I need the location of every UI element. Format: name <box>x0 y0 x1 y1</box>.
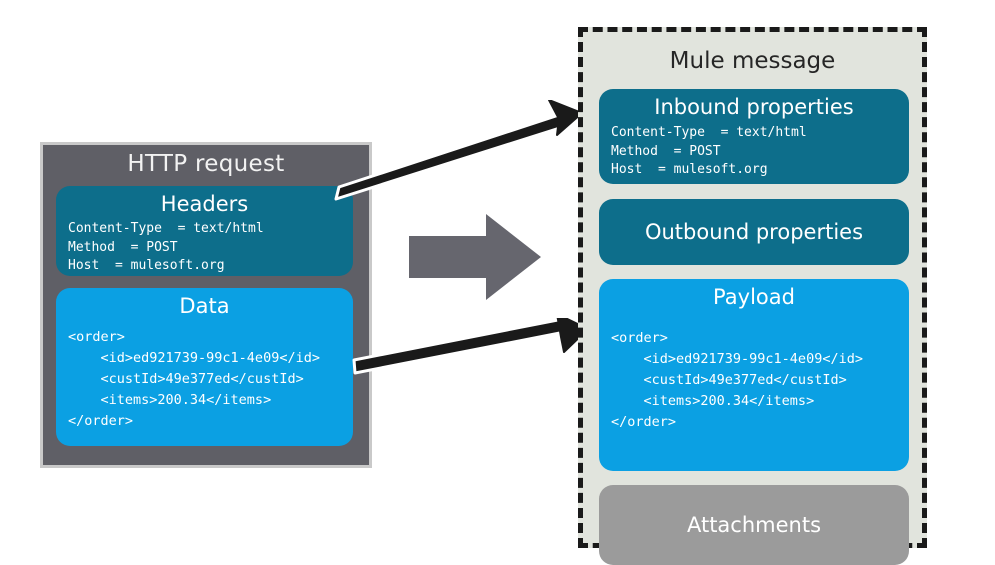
http-request-panel: HTTP request Headers Content-Type = text… <box>40 142 372 468</box>
mule-message-panel: Mule message Inbound properties Content-… <box>578 27 927 565</box>
data-title: Data <box>179 294 230 318</box>
arrow-data-to-payload-icon <box>352 318 589 375</box>
inbound-properties-content: Content-Type = text/html Method = POST H… <box>611 125 807 177</box>
arrow-headers-to-inbound-icon <box>334 100 583 201</box>
inbound-properties-box: Inbound properties Content-Type = text/h… <box>599 89 909 184</box>
headers-box: Headers Content-Type = text/html Method … <box>56 186 353 276</box>
payload-title: Payload <box>713 285 795 309</box>
headers-content: Content-Type = text/html Method = POST H… <box>68 221 264 273</box>
grey-transform-arrow-icon <box>409 214 541 300</box>
outbound-properties-title: Outbound properties <box>644 220 864 244</box>
data-box: Data <order> <id>ed921739-99c1-4e09</id>… <box>56 288 353 446</box>
attachments-box: Attachments <box>599 485 909 565</box>
headers-title: Headers <box>160 192 249 216</box>
payload-box: Payload <order> <id>ed921739-99c1-4e09</… <box>599 279 909 471</box>
data-xml-content: <order> <id>ed921739-99c1-4e09</id> <cus… <box>68 329 320 429</box>
inbound-properties-title: Inbound properties <box>654 95 854 119</box>
attachments-title: Attachments <box>686 513 822 537</box>
outbound-properties-box: Outbound properties <box>599 199 909 265</box>
mule-message-title: Mule message <box>669 48 836 74</box>
payload-xml-content: <order> <id>ed921739-99c1-4e09</id> <cus… <box>611 330 863 430</box>
http-request-title: HTTP request <box>127 151 285 177</box>
